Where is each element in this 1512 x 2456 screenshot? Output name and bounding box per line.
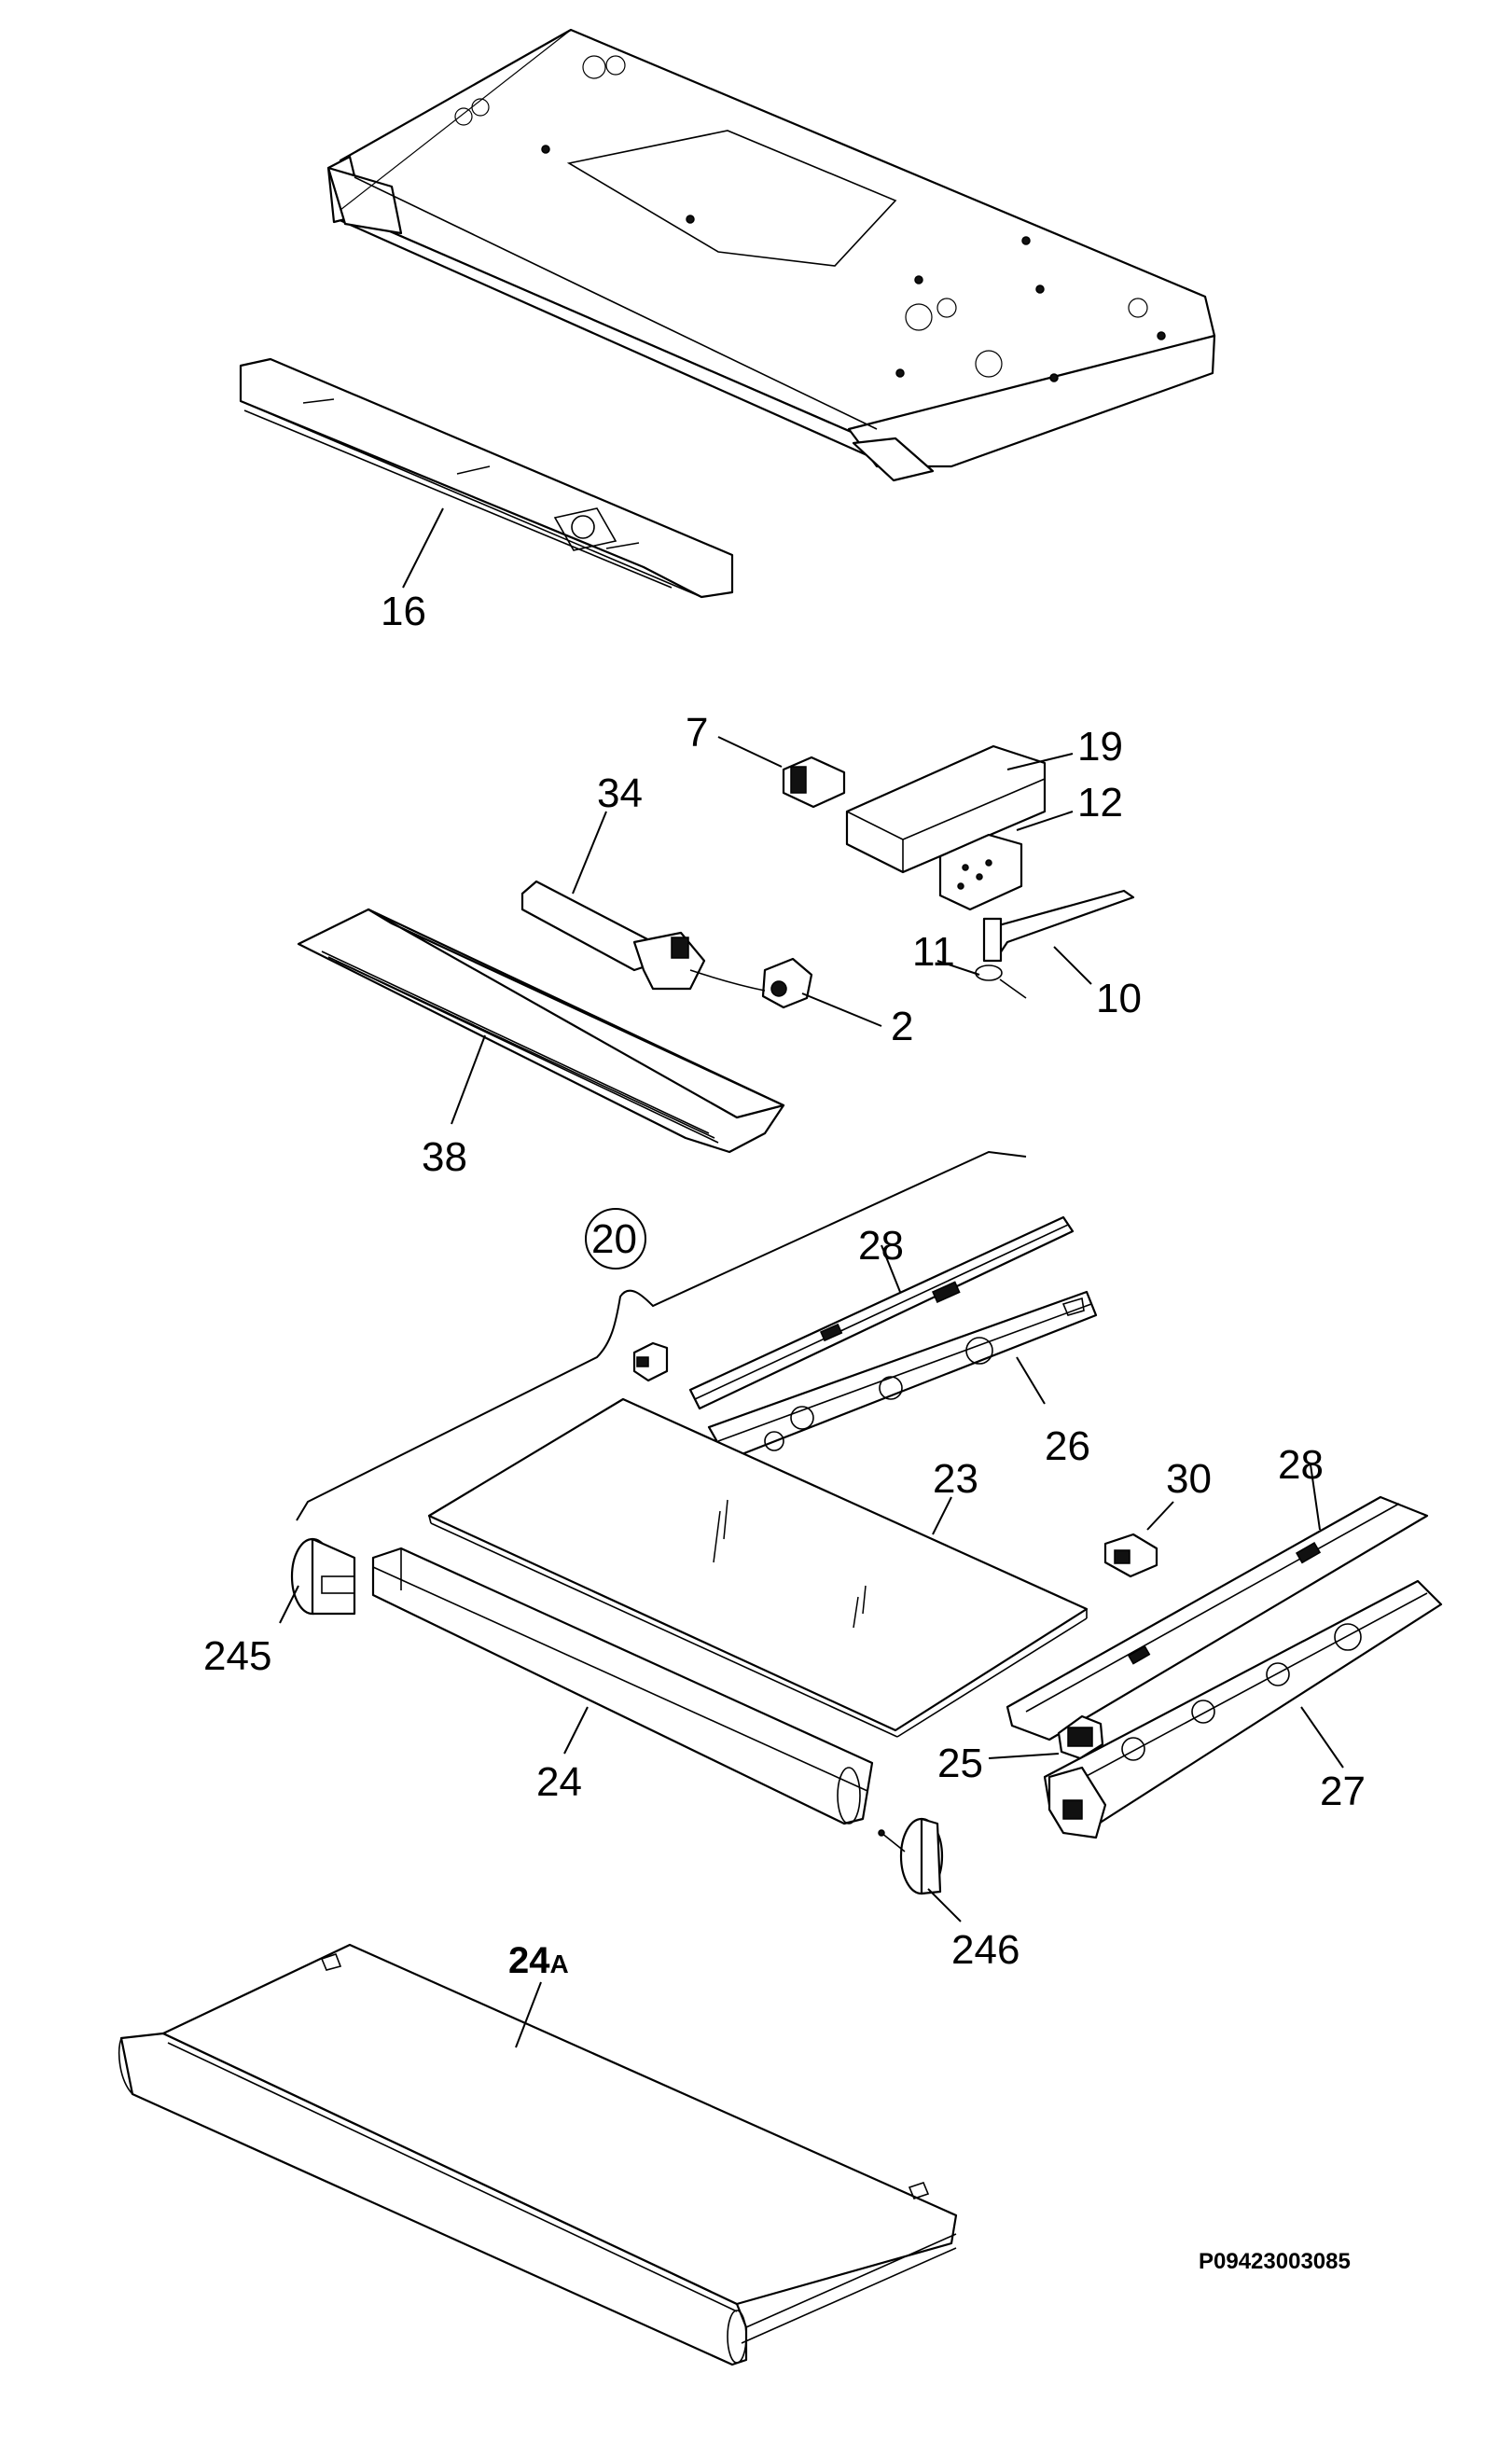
label-246: 246 (951, 1927, 1020, 1973)
label-34: 34 (597, 770, 643, 816)
label-20: 20 (591, 1216, 637, 1262)
clip-30 (1103, 1501, 1174, 1578)
front-trim-panel-16 (239, 357, 734, 599)
label-19: 19 (1077, 724, 1123, 770)
label-23: 23 (933, 1456, 978, 1502)
label-2: 2 (891, 1004, 913, 1049)
control-board-12 (938, 811, 1074, 911)
end-cap-245 (279, 1537, 356, 1624)
clip-part (632, 1341, 669, 1382)
label-28-upper: 28 (858, 1223, 904, 1269)
label-16: 16 (381, 589, 426, 634)
label-10: 10 (1096, 976, 1142, 1021)
upper-rail-28 (688, 1215, 1075, 1410)
label-30: 30 (1166, 1456, 1212, 1502)
latch-25 (988, 1714, 1104, 1760)
label-24: 24 (536, 1759, 582, 1805)
label-25: 25 (937, 1741, 983, 1786)
label-27: 27 (1320, 1769, 1366, 1814)
cover-19 (845, 744, 1074, 874)
lamp-housing-38 (297, 908, 785, 1154)
label-24A: 24A (508, 1940, 569, 1981)
label-26: 26 (1045, 1423, 1090, 1469)
drawing-code: P09423003085 (1199, 2249, 1351, 2274)
label-7: 7 (686, 710, 708, 756)
glass-shelf-23 (427, 1397, 1089, 1738)
end-cap-246 (878, 1817, 962, 1922)
lamp-holder-2 (689, 957, 882, 1027)
label-24A-number: 24 (508, 1940, 550, 1981)
group-20-bracket (296, 1150, 1027, 1521)
label-24A-suffix: A (550, 1950, 569, 1978)
label-28-lower: 28 (1278, 1442, 1324, 1488)
label-38: 38 (422, 1134, 467, 1180)
lamp-tube-34 (520, 811, 706, 991)
cabinet-top-housing (326, 28, 1216, 482)
label-12: 12 (1077, 780, 1123, 826)
drawer-assembly-24A (118, 1943, 958, 2366)
label-11: 11 (912, 929, 955, 975)
spring-11 (936, 960, 1027, 999)
switch-7 (717, 736, 846, 809)
lower-rail-28 (1006, 1464, 1429, 1741)
label-245: 245 (203, 1633, 271, 1679)
lower-runner-27 (1043, 1579, 1443, 1839)
profile-bar-24 (371, 1547, 874, 1825)
lamp-arm-10 (982, 889, 1135, 985)
